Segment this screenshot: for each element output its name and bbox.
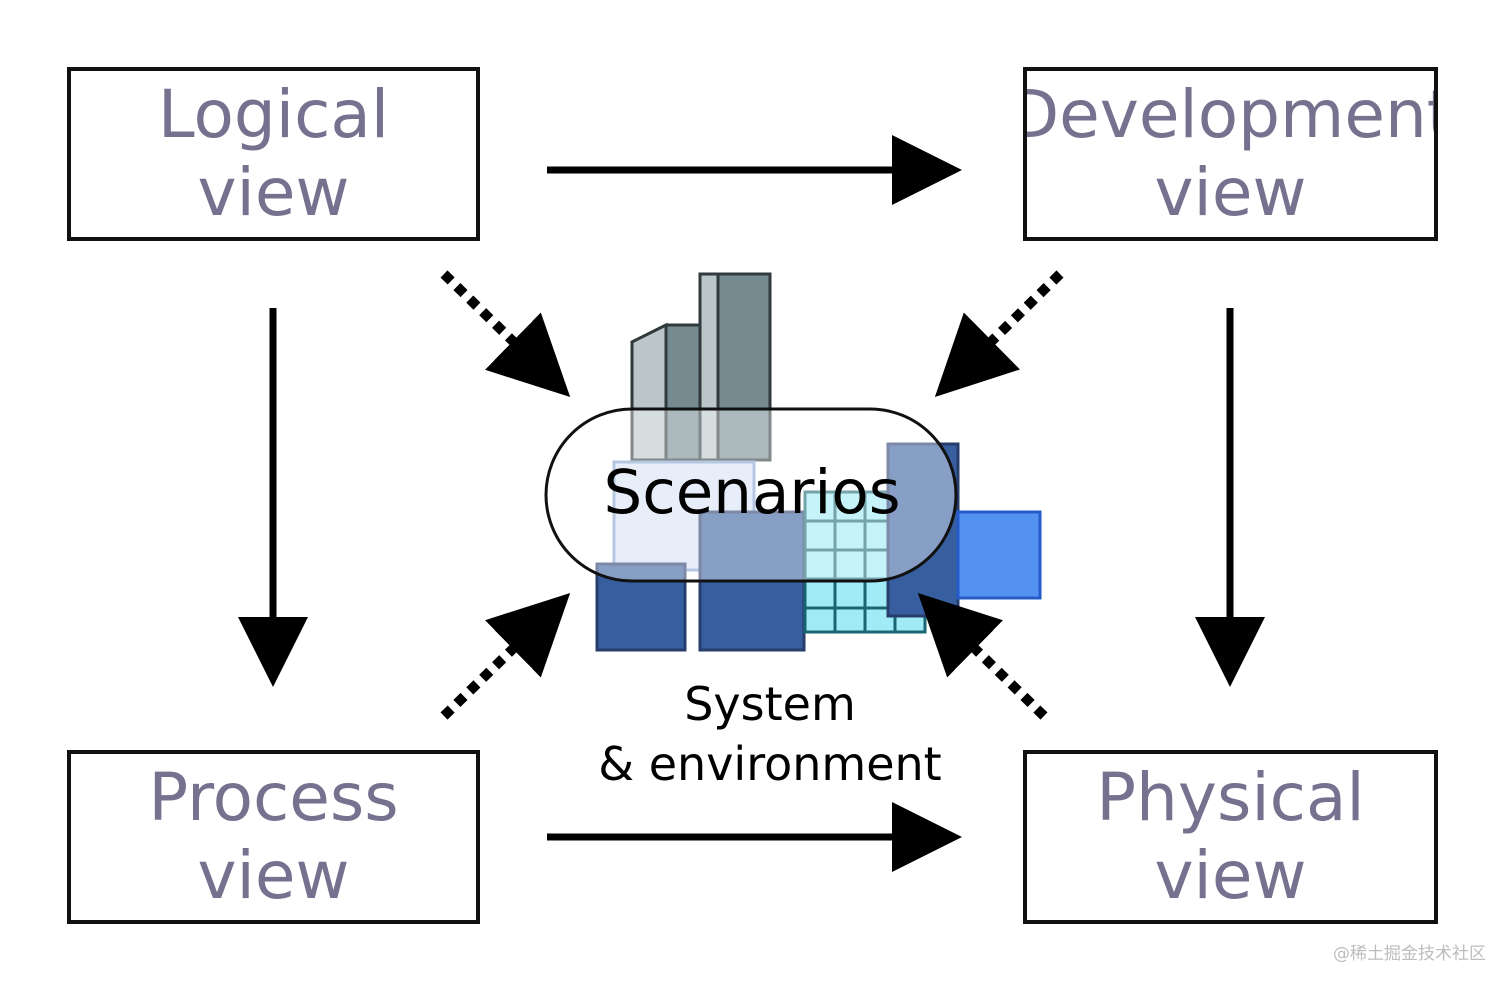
logical-view-subtitle: view	[197, 154, 350, 231]
development-view-subtitle: view	[1154, 154, 1307, 231]
process-view-title: Process	[148, 759, 399, 836]
physical-view-subtitle: view	[1154, 837, 1307, 914]
development-view-box: Development view	[1023, 67, 1438, 241]
process-view-box: Process view	[67, 750, 480, 924]
development-view-title: Development	[1023, 76, 1438, 153]
process-to-scenarios-dotted-arrow	[440, 593, 571, 720]
watermark: @稀土掘金技术社区	[1333, 944, 1486, 964]
scenarios-label: Scenarios	[603, 456, 901, 528]
physical-view-box: Physical view	[1023, 750, 1438, 924]
process-view-subtitle: view	[197, 837, 350, 914]
logical-to-scenarios-dotted-arrow	[440, 270, 571, 397]
physical-to-scenarios-dotted-arrow	[917, 593, 1048, 720]
system-label-line-1: System	[684, 677, 856, 731]
logical-view-title: Logical	[157, 76, 390, 153]
physical-view-title: Physical	[1096, 759, 1365, 836]
scenarios-capsule	[544, 407, 958, 583]
system-label-line-2: & environment	[598, 737, 942, 791]
development-to-scenarios-dotted-arrow	[934, 270, 1064, 398]
logical-view-box: Logical view	[67, 67, 480, 241]
system-environment-label: System & environment	[560, 674, 980, 794]
